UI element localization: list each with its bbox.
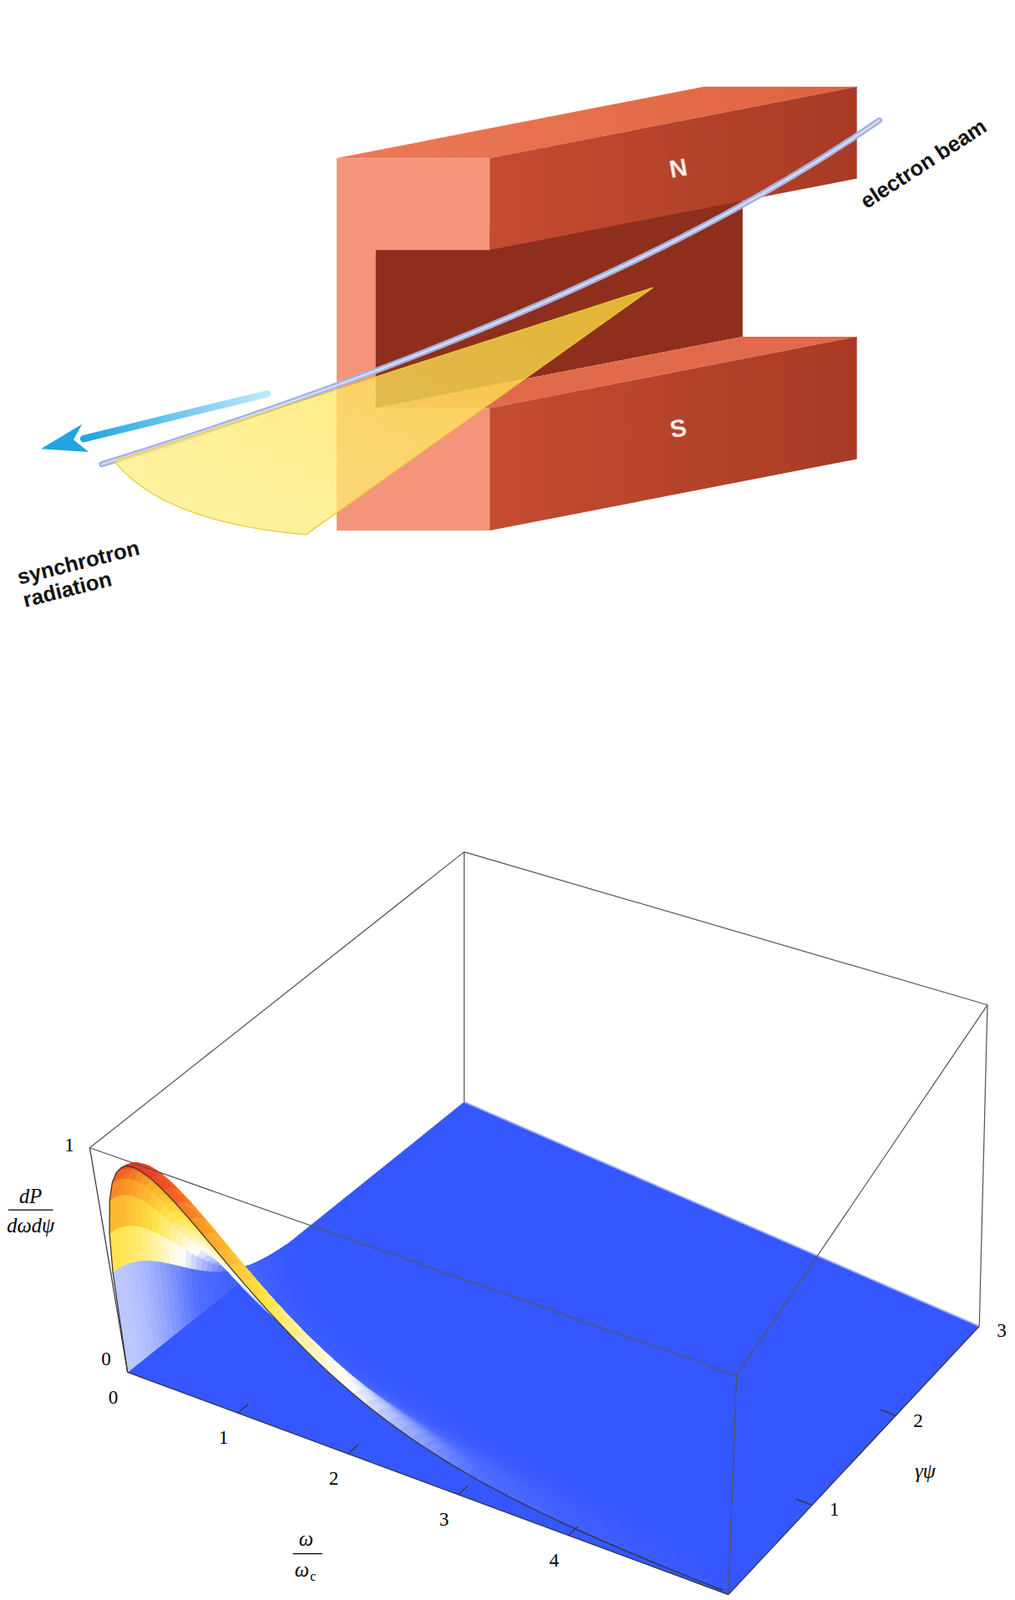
box-edge <box>979 1004 988 1327</box>
axis-title: dP <box>19 1185 42 1206</box>
surface-patch <box>317 1359 335 1374</box>
box-edge <box>728 1375 737 1595</box>
surface-patch <box>189 1217 209 1236</box>
axis-title: γψ <box>914 1460 936 1481</box>
surface-patch <box>203 1233 221 1252</box>
surface-patch <box>109 1197 115 1234</box>
box-edge <box>464 852 988 1005</box>
surface-patch <box>304 1346 322 1361</box>
tick-label: 4 <box>549 1549 560 1569</box>
surface-patch <box>293 1334 310 1350</box>
axis-tick <box>880 1409 896 1416</box>
box-edge <box>89 1147 736 1376</box>
surface-patch <box>163 1187 183 1205</box>
box-edge <box>728 1325 980 1594</box>
surface-patch <box>162 1236 169 1264</box>
beam-core <box>101 120 879 465</box>
surface-patch <box>112 1268 132 1372</box>
beam-label: electron beam <box>856 114 990 212</box>
tick-label: 2 <box>329 1468 340 1488</box>
tick-label: 1 <box>829 1499 840 1519</box>
surface-patch <box>114 1195 120 1231</box>
surface-patch <box>216 1248 234 1268</box>
arrow-head <box>40 424 89 452</box>
fraction-bar <box>292 1552 322 1554</box>
surface-patch <box>365 1400 381 1414</box>
tick-label: 1 <box>64 1134 75 1154</box>
arrow-shaft <box>83 393 268 439</box>
box-edge <box>736 1004 988 1376</box>
surface-patch <box>268 1308 285 1325</box>
axis-tick <box>348 1444 359 1454</box>
radiation-label: synchrotron radiation <box>15 531 166 612</box>
surface-patch <box>376 1410 393 1422</box>
surface-patch <box>280 1321 298 1338</box>
axis-tick <box>568 1526 579 1536</box>
axis-subscript: c <box>309 1569 316 1584</box>
surface-patch <box>388 1418 405 1431</box>
electron-beam <box>101 120 879 465</box>
box-edge <box>127 1371 729 1594</box>
surface-patch <box>177 1202 196 1220</box>
box-edge <box>89 852 464 1148</box>
box-edge <box>464 1101 980 1327</box>
surface-patch <box>255 1294 274 1311</box>
surface-patch <box>168 1239 175 1265</box>
spectrum-curve <box>109 1166 723 1591</box>
floor-plane <box>127 1101 980 1595</box>
axis-title: dωdψ <box>6 1214 55 1235</box>
south-face <box>489 336 858 531</box>
tick-label: 2 <box>913 1410 924 1430</box>
surface-patch <box>242 1278 260 1297</box>
surface-patch <box>150 1175 168 1191</box>
fraction-bar <box>8 1209 54 1211</box>
tick-label: 0 <box>101 1349 112 1369</box>
axis-tick <box>238 1403 249 1413</box>
tick-label: 0 <box>108 1386 119 1406</box>
tick-label: 3 <box>439 1509 450 1529</box>
surface-patch <box>329 1370 346 1384</box>
tick-label: 1 <box>218 1427 229 1447</box>
surface-patch <box>341 1380 358 1395</box>
axis-title: ω <box>294 1558 310 1579</box>
axis-tick <box>458 1485 469 1495</box>
tick-label: 3 <box>996 1320 1007 1340</box>
surface-patch <box>353 1390 370 1404</box>
box-edge <box>463 852 465 1102</box>
surface-patch <box>174 1243 181 1266</box>
surface-patch <box>229 1263 248 1282</box>
surface-patch <box>130 1195 138 1227</box>
box-edge <box>89 1147 127 1373</box>
axis-tick <box>796 1498 812 1505</box>
surface-patch <box>124 1194 131 1227</box>
surface-patch <box>119 1194 126 1228</box>
axis-title: ω <box>299 1527 314 1548</box>
